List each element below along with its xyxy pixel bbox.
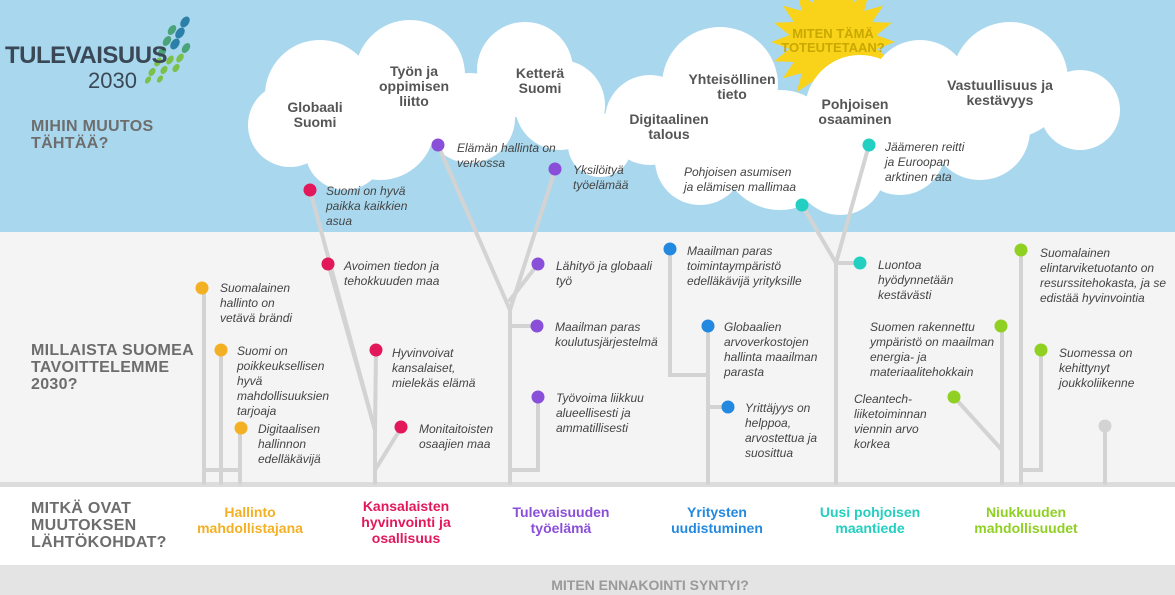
item-tyo-lahityo[interactable]: Lähityö ja globaali työ [556, 259, 653, 288]
item-pohj-asuminen[interactable]: Pohjoisen asumisen ja elämisen mallimaa [684, 165, 797, 194]
item-tyo-yksiloitya[interactable]: Yksilöityä työelämää [573, 163, 629, 192]
item-tyo-koulutus[interactable]: Maailman paras koulutusjärjestelmä [555, 320, 658, 349]
logo-name: TULEVAISUUS [5, 42, 168, 69]
category-hallinto[interactable]: Hallinto mahdollistajana [197, 504, 303, 536]
item-pohj-jaameren-reitti[interactable]: Jäämeren reitti ja Euroopan arktinen rat… [885, 140, 965, 184]
item-hallinto-digitaalinen[interactable]: Digitaalisen hallinnon edelläkävijä [258, 422, 321, 466]
kansa-dots [303, 183, 408, 434]
question-mihin: MIHIN MUUTOS TÄHTÄÄ? [31, 118, 154, 152]
pohj-dots [795, 138, 876, 270]
item-niuk-elintarvike[interactable]: Suomalainen elintarviketuotanto on resur… [1040, 246, 1167, 305]
hallinto-dots [195, 281, 248, 435]
goal-pohjoisen-osaaminen[interactable]: Pohjoisen osaaminen [818, 96, 892, 127]
goal-digitaalinen-talous[interactable]: Digitaalinen talous [629, 111, 709, 142]
niuk-dots [947, 243, 1112, 433]
item-yritys-arvoverkostot[interactable]: Globaalien arvoverkostojen hallinta maai… [724, 320, 818, 379]
item-niuk-cleantech[interactable]: Cleantech-liiketoiminnan viennin arvo ko… [854, 392, 927, 451]
logo-mark-icon [144, 16, 191, 84]
category-tyo[interactable]: Tulevaisuuden työelämä [512, 504, 610, 536]
cloud-group [248, 20, 1120, 215]
goal-kettera-suomi[interactable]: Ketterä Suomi [515, 65, 565, 96]
footer-link[interactable]: MITEN ENNAKOINTI SYNTYI? [551, 577, 749, 593]
question-lahtokohdat: MITKÄ OVAT MUUTOKSEN LÄHTÖKOHDAT? [31, 500, 167, 551]
logo-year: 2030 [88, 68, 137, 93]
branch-lines [202, 143, 1107, 485]
category-pohj[interactable]: Uusi pohjoisen maantiede [819, 504, 921, 536]
footer-band [0, 565, 1175, 595]
item-kansa-monitaitoiset[interactable]: Monitaitoisten osaajien maa [419, 422, 494, 451]
item-kansa-hyvinvoivat[interactable]: Hyvinvoivat kansalaiset, mielekäs elämä [392, 346, 476, 390]
goal-yhteisollinen-tieto[interactable]: Yhteisöllinen tieto [688, 71, 776, 102]
item-hallinto-brandi[interactable]: Suomalainen hallinto on vetävä brändi [220, 281, 293, 325]
yritys-dots [663, 242, 735, 414]
item-tyo-elaman-hallinta[interactable]: Elämän hallinta on verkossa [457, 141, 556, 170]
goal-globaali-suomi[interactable]: Globaali Suomi [287, 99, 343, 130]
category-kansa[interactable]: Kansalaisten hyvinvointi ja osallisuus [361, 498, 451, 546]
item-kansa-avoin-tieto[interactable]: Avoimen tiedon ja tehokkuuden maa [344, 259, 440, 288]
item-yritys-toimintaymparisto[interactable]: Maailman paras toimintaympäristö edelläk… [687, 244, 802, 288]
goal-vastuullisuus-ja-kestavyys[interactable]: Vastuullisuus ja kestävyys [947, 77, 1053, 108]
category-niuk[interactable]: Niukkuuden mahdollisuudet [974, 504, 1078, 536]
tyo-dots [431, 138, 562, 404]
goals-band [0, 232, 1175, 485]
item-kansa-hyva-paikka[interactable]: Suomi on hyvä paikka kaikkien asua [326, 184, 408, 228]
ground-line [0, 482, 1175, 487]
item-hallinto-mahdollisuudet[interactable]: Suomi on poikkeuksellisen hyvä mahdollis… [237, 344, 330, 418]
item-yritys-yrittajyys[interactable]: Yrittäjyys on helppoa, arvostettua ja su… [745, 401, 818, 460]
sun-label[interactable]: MITEN TÄMÄ TOTEUTETAAN? [781, 26, 885, 55]
item-tyo-tyovoima[interactable]: Työvoima liikkuu alueellisesti ja ammati… [556, 391, 644, 435]
item-niuk-rakennettu[interactable]: Suomen rakennettu ympäristö on maailman … [870, 320, 995, 379]
category-yritys[interactable]: Yritysten uudistuminen [671, 504, 763, 536]
question-millaista: MILLAISTA SUOMEA TAVOITTELEMME 2030? [31, 342, 194, 393]
goal-tyon-ja-oppimisen-liitto[interactable]: Työn ja oppimisen liitto [378, 63, 449, 109]
item-pohj-luonto[interactable]: Luontoa hyödynnetään kestävästi [878, 258, 954, 302]
item-niuk-joukkoliikenne[interactable]: Suomessa on kehittynyt joukkoliikenne [1059, 346, 1135, 390]
